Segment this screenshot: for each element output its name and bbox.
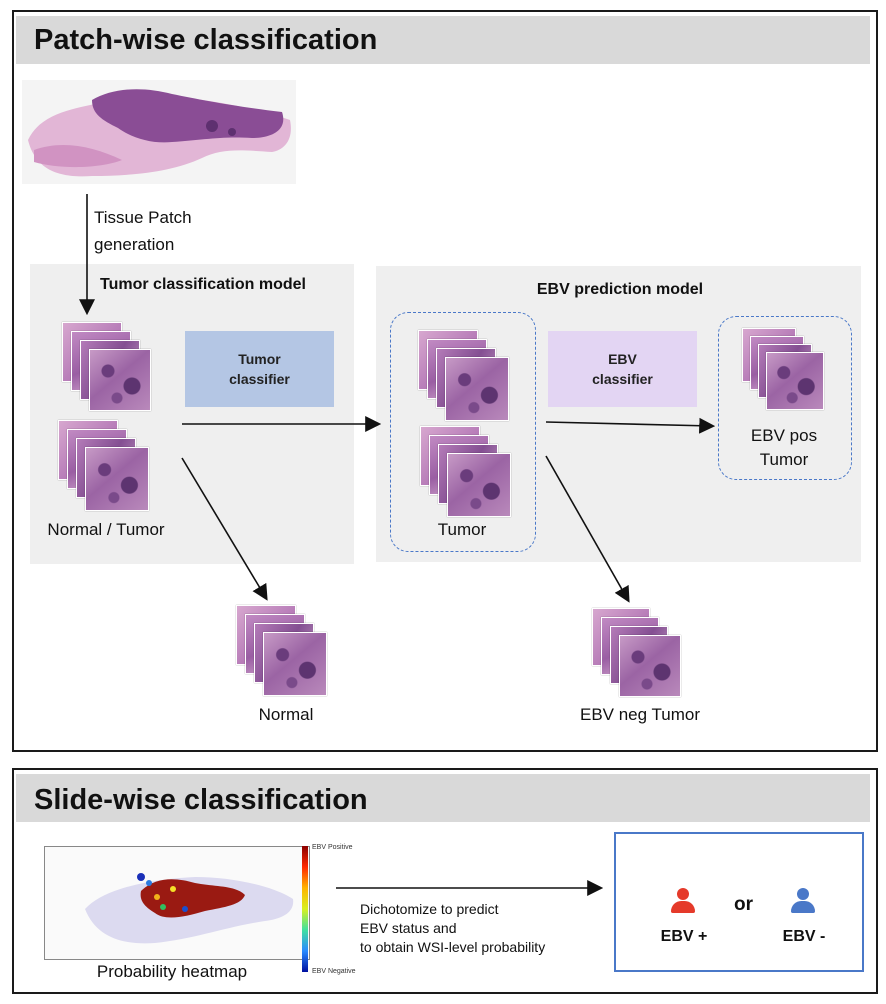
or-label: or — [734, 894, 753, 915]
patch-wise-title: Patch-wise classification — [34, 24, 378, 56]
probability-heatmap — [44, 846, 310, 960]
heatmap-colorbar — [302, 846, 308, 972]
ebv-negative-result: EBV - — [782, 928, 826, 945]
normal-output-label: Normal — [258, 705, 314, 724]
tumor-classifier: Tumor classifier — [185, 331, 334, 407]
ebv-pos-label-line2: Tumor — [759, 450, 809, 469]
slide-wise-title: Slide-wise classification — [34, 784, 368, 816]
result-box — [614, 832, 864, 972]
dichotomize-line2: EBV status and — [360, 920, 457, 936]
patch-wise-banner — [16, 16, 870, 64]
tumor-classifier-line2: classifier — [229, 371, 290, 387]
user-icon — [671, 888, 695, 914]
ebv-positive-result: EBV + — [660, 928, 708, 945]
patch-generation-label-line2: generation — [94, 235, 175, 254]
legend-bottom-label: EBV Negative — [312, 968, 356, 975]
tissue-slide-icon — [28, 89, 291, 177]
slide-wise-banner — [16, 774, 870, 822]
heatmap-slide-icon — [85, 873, 294, 944]
ebv-model-input-label: Tumor — [437, 520, 487, 539]
arrow-ebv-to-pos — [545, 417, 716, 434]
dichotomize-text: Dichotomize to predict EBV status and to… — [360, 900, 545, 957]
arrow-tumor-to-normal — [181, 457, 268, 601]
legend-top-label: EBV Positive — [312, 844, 353, 851]
ebv-classifier-line2: classifier — [592, 371, 653, 387]
whole-slide-image — [22, 80, 296, 184]
tumor-model-title: Tumor classification model — [100, 276, 306, 293]
user-icon — [791, 888, 815, 914]
arrow-ebv-to-neg — [545, 455, 630, 603]
patch-generation-label: Tissue Patch generation — [94, 204, 192, 258]
ebv-neg-label: EBV neg Tumor — [579, 705, 700, 724]
tumor-patch-group — [390, 312, 536, 552]
tumor-model-input-label: Normal / Tumor — [47, 520, 165, 539]
ebv-classifier-line1: EBV — [608, 351, 637, 367]
heatmap-label: Probability heatmap — [96, 962, 248, 981]
ebv-classifier: EBV classifier — [548, 331, 697, 407]
patch-generation-label-line1: Tissue Patch — [94, 208, 192, 227]
ebv-pos-label-line1: EBV pos — [750, 426, 818, 445]
dichotomize-line3: to obtain WSI-level probability — [360, 939, 546, 955]
tumor-classifier-line1: Tumor — [238, 351, 281, 367]
dichotomize-line1: Dichotomize to predict — [360, 901, 499, 917]
ebv-pos-group — [718, 316, 852, 480]
ebv-pos-label: EBV pos Tumor — [720, 424, 848, 472]
ebv-model-title: EBV prediction model — [536, 281, 704, 298]
